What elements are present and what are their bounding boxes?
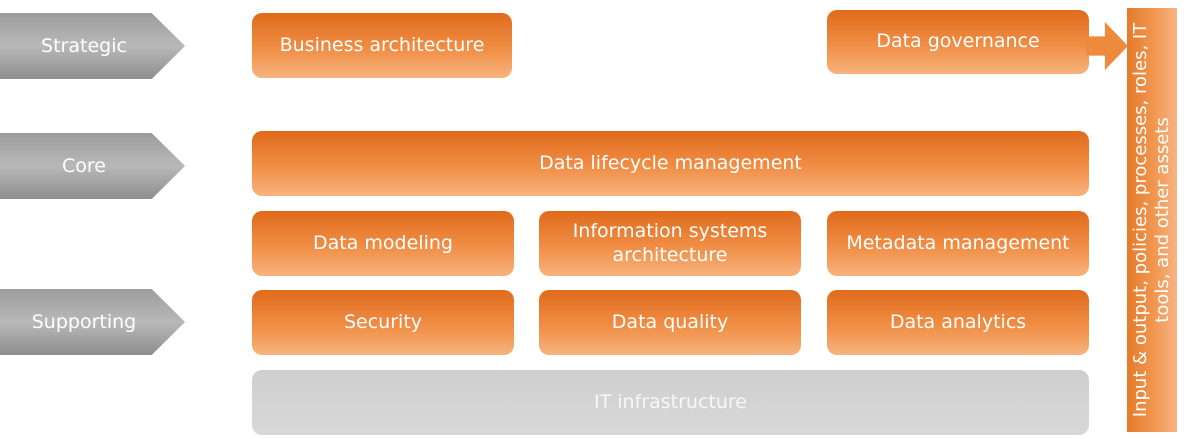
box-data-lifecycle-management: Data lifecycle management (252, 131, 1089, 196)
box-security: Security (252, 290, 514, 355)
box-metadata-management: Metadata management (827, 211, 1089, 276)
box-data-analytics: Data analytics (827, 290, 1089, 355)
box-information-systems-architecture: Information systems architecture (539, 211, 801, 276)
level-strategic: Strategic (0, 13, 185, 79)
side-bar-assets-label: Input & output, policies, processes, rol… (1130, 22, 1173, 418)
box-it-infrastructure: IT infrastructure (252, 370, 1089, 435)
arrow-right-icon (1086, 22, 1128, 70)
box-data-governance: Data governance (827, 10, 1089, 74)
level-strategic-label: Strategic (41, 35, 127, 57)
level-core: Core (0, 133, 185, 199)
box-data-quality: Data quality (539, 290, 801, 355)
box-data-modeling: Data modeling (252, 211, 514, 276)
box-business-architecture: Business architecture (252, 13, 512, 78)
level-supporting-label: Supporting (31, 311, 137, 333)
level-core-label: Core (62, 155, 106, 177)
side-bar-assets: Input & output, policies, processes, rol… (1127, 8, 1177, 432)
level-supporting: Supporting (0, 289, 185, 355)
